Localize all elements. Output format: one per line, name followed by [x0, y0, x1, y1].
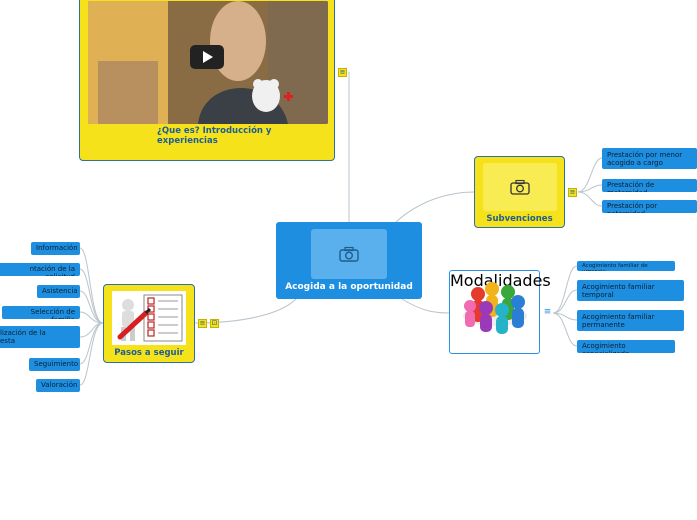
central-image-placeholder [311, 229, 387, 279]
pasos-image [112, 291, 186, 345]
connector-pasos-1 [79, 247, 104, 324]
play-button[interactable] [190, 45, 224, 69]
paso-item[interactable]: Selección de familia [2, 306, 80, 319]
connector-sub-3 [577, 191, 603, 207]
modalidad-item[interactable]: Acogimiento especializado [577, 340, 675, 353]
connector-pasos-4 [79, 311, 104, 324]
paso-item[interactable]: lización de la esta [0, 326, 80, 348]
video-thumbnail[interactable] [88, 1, 328, 124]
connector-sub-1 [577, 157, 603, 193]
connector-mod-2 [552, 289, 578, 314]
modalidad-item[interactable]: Acogimiento familiar de urgencia [577, 261, 675, 271]
subvencion-item[interactable]: Prestación por paternidad [602, 200, 697, 213]
connector-pasos-3 [79, 290, 104, 324]
paso-item[interactable]: Valoración [36, 379, 80, 392]
people-circle-icon [463, 282, 527, 334]
connector-mod-4 [552, 312, 578, 347]
subvenciones-label: Subvenciones [486, 214, 553, 224]
paso-item[interactable]: ntación de la solicitud [0, 263, 80, 276]
play-icon [203, 51, 213, 63]
camera-icon [510, 179, 530, 195]
collapse-icon[interactable]: ⊡ [210, 319, 219, 328]
subvencion-item[interactable]: Prestación de maternidad [602, 179, 697, 192]
modalidades-node[interactable]: Modalidades [449, 270, 551, 354]
pasos-node[interactable]: Pasos a seguir [103, 284, 195, 363]
notes-icon[interactable]: ≡ [543, 307, 552, 317]
subvenciones-image-placeholder [483, 163, 557, 211]
notes-icon[interactable]: ≡ [198, 319, 207, 328]
subvenciones-node[interactable]: Subvenciones [474, 156, 565, 228]
connector-central-pasos [194, 298, 297, 324]
paso-item[interactable]: Asistencia [37, 285, 80, 298]
connector-pasos-7 [79, 322, 104, 386]
modalidad-item[interactable]: Acogimiento familiar permanente [577, 310, 684, 331]
connector-pasos-2 [79, 268, 104, 324]
subvencion-item[interactable]: Prestación por menor acogido a cargo [602, 148, 697, 169]
connector-pasos-6 [79, 322, 104, 365]
video-scene-image [88, 1, 328, 124]
pasos-label: Pasos a seguir [114, 348, 184, 358]
connector-mod-1 [552, 265, 578, 314]
connector-central-subvenciones [395, 191, 475, 223]
camera-icon [339, 246, 359, 262]
video-topic-node[interactable]: ¿Que es? Introducción y experiencias [79, 0, 335, 161]
modalidades-label: Modalidades [450, 271, 551, 290]
notes-icon[interactable]: ≡ [568, 188, 577, 197]
checklist-icon [117, 294, 183, 342]
video-topic-label: ¿Que es? Introducción y experiencias [157, 126, 272, 146]
modalidad-item[interactable]: Acogimiento familiar temporal [577, 280, 684, 301]
paso-item[interactable]: Seguimiento [29, 358, 80, 371]
connector-central-modalidades [401, 298, 450, 314]
notes-icon[interactable]: ≡ [338, 68, 347, 77]
central-label: Acogida a la oportunidad [285, 282, 413, 292]
central-topic[interactable]: Acogida a la oportunidad [276, 222, 422, 299]
paso-item[interactable]: Información [31, 242, 80, 255]
